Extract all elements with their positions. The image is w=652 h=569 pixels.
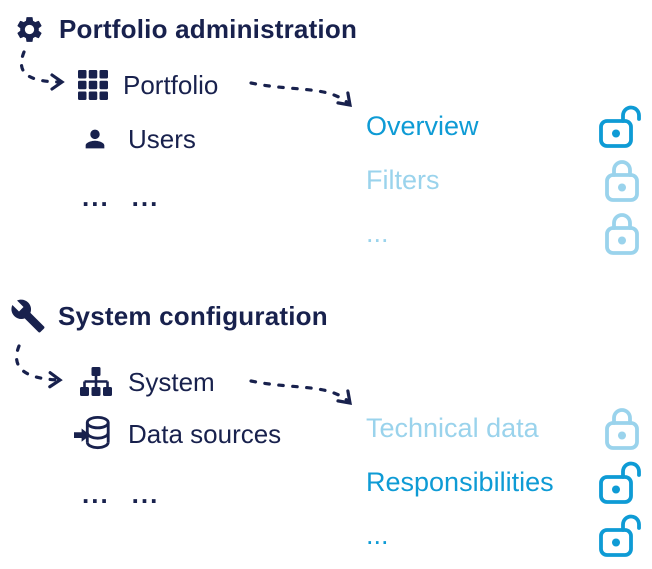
section-header-system-configuration[interactable]: System configuration <box>10 298 328 334</box>
menu-item-label: System <box>128 366 215 397</box>
section-title: Portfolio administration <box>59 14 358 44</box>
lock-icon <box>605 213 639 255</box>
menu-item-label: Users <box>128 123 196 154</box>
arrow-gear-to-portfolio <box>19 50 65 91</box>
menu-item-system[interactable]: System <box>80 363 215 401</box>
menu-item-label: Data sources <box>128 418 282 449</box>
database-import-icon <box>74 415 112 453</box>
page-label: Overview <box>366 110 479 141</box>
sitemap-icon <box>80 367 112 397</box>
lock-icon <box>599 461 641 504</box>
lock-icon <box>599 514 641 557</box>
grid-icon <box>78 70 108 100</box>
page-row-technical-data[interactable]: Technical data <box>366 405 646 451</box>
lock-icon <box>605 160 639 202</box>
menu-item-data-sources[interactable]: Data sources <box>74 413 281 455</box>
ellipsis-text: ... <box>82 182 110 212</box>
section-header-portfolio-administration[interactable]: Portfolio administration <box>14 14 357 45</box>
arrow-wrench-to-system <box>14 344 63 389</box>
page-label: ... <box>366 519 389 550</box>
lock-icon <box>599 105 641 148</box>
page-row-filters[interactable]: Filters <box>366 157 646 203</box>
user-icon <box>81 123 109 155</box>
menu-ellipsis[interactable]: ... ... <box>82 182 159 212</box>
ellipsis-text: ... <box>82 479 110 509</box>
gear-icon <box>17 17 42 42</box>
arrow-portfolio-to-overview <box>249 81 352 107</box>
ellipsis-text: ... <box>131 479 160 509</box>
page-label: Responsibilities <box>366 466 554 497</box>
page-label: Technical data <box>366 412 539 443</box>
page-row-responsibilities[interactable]: Responsibilities <box>366 459 646 505</box>
ellipsis-text: ... <box>131 182 160 212</box>
menu-ellipsis[interactable]: ... ... <box>82 479 159 509</box>
menu-item-label: Portfolio <box>123 69 219 100</box>
page-row-ellipsis[interactable]: ... <box>366 512 646 558</box>
arrow-system-to-technical-data <box>249 379 352 405</box>
section-title: System configuration <box>58 300 328 331</box>
page-label: Filters <box>366 164 440 195</box>
menu-item-users[interactable]: Users <box>81 120 196 158</box>
page-row-ellipsis[interactable]: ... <box>366 210 646 256</box>
page-label: ... <box>366 217 389 248</box>
wrench-icon <box>11 299 45 333</box>
lock-icon <box>605 408 639 450</box>
menu-item-portfolio[interactable]: Portfolio <box>78 66 218 104</box>
page-row-overview[interactable]: Overview <box>366 103 646 149</box>
